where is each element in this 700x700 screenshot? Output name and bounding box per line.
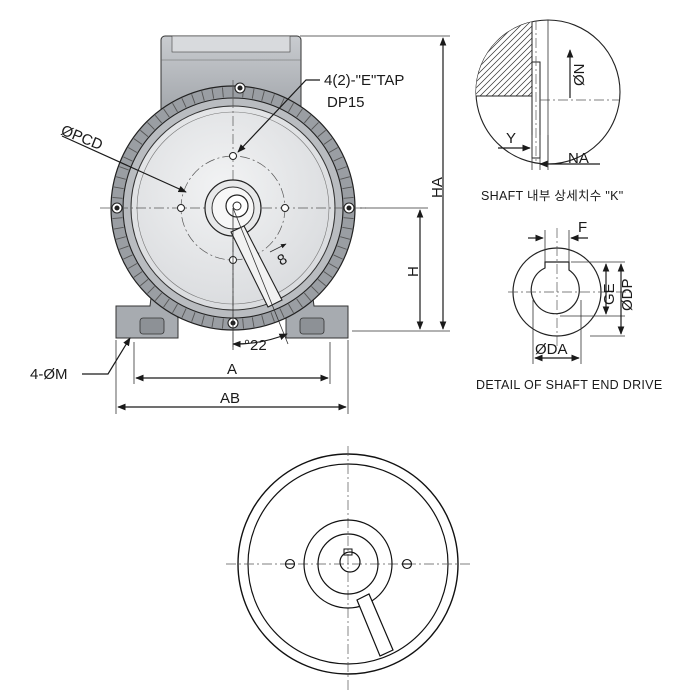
shaft-end-caption: DETAIL OF SHAFT END DRIVE	[476, 378, 662, 392]
a-label: A	[227, 361, 237, 378]
h-label: H	[405, 266, 422, 277]
mounting-hole-label: 4-ØM	[30, 366, 68, 383]
ha-label: HA	[429, 177, 446, 198]
da-label: ØDA	[535, 341, 568, 358]
angle-label: °22	[244, 337, 267, 354]
n-label: ØN	[571, 64, 588, 87]
f-label: F	[578, 219, 587, 236]
flange-line-view	[226, 446, 472, 690]
depth-label: DP15	[327, 94, 365, 111]
ab-label: AB	[220, 390, 240, 407]
motor-front-view	[100, 35, 366, 350]
ge-label: GE	[601, 283, 618, 305]
shaft-end-detail: F GE ØDP ØDA DETAIL OF SHAFT END DRIVE	[476, 219, 662, 392]
y-label: Y	[506, 130, 516, 147]
pcd-label: ØPCD	[59, 122, 106, 154]
na-label: NA	[568, 150, 589, 167]
shaft-inner-caption: SHAFT 내부 상세치수 "K"	[481, 189, 623, 203]
shaft-inner-detail: ØN Y NA SHAFT 내부 상세치수 "K"	[475, 19, 623, 203]
tap-label: 4(2)-"E"TAP	[324, 72, 404, 89]
dp-label: ØDP	[619, 278, 636, 311]
